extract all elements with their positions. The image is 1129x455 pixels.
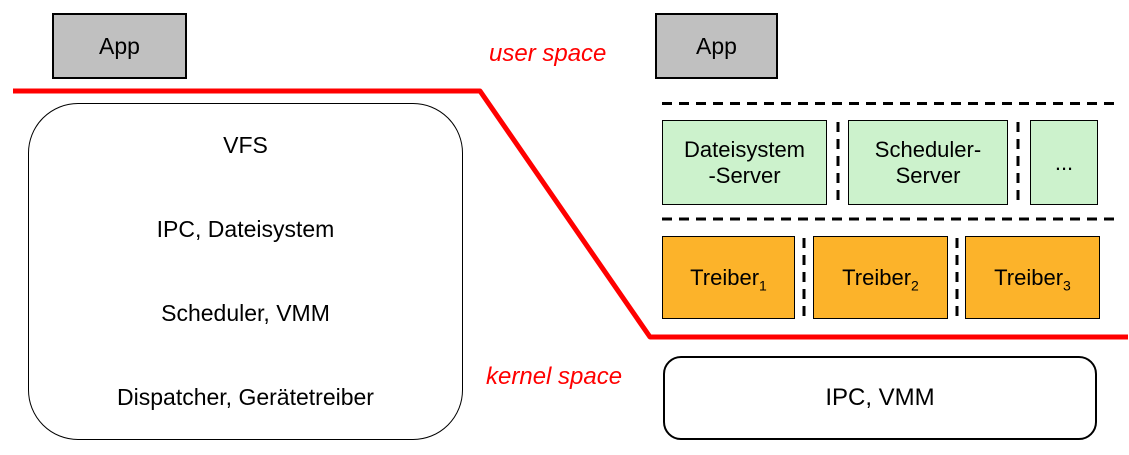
- driver-1-subscript: 1: [759, 276, 767, 293]
- monolithic-kernel-box: VFS IPC, Dateisystem Scheduler, VMM Disp…: [28, 103, 463, 440]
- driver-3-subscript: 3: [1063, 276, 1071, 293]
- kernel-layer-ipc-dateisystem-label: IPC, Dateisystem: [156, 216, 335, 243]
- app-label-right: App: [696, 32, 737, 59]
- driver-box-1: Treiber1: [662, 236, 795, 319]
- driver-box-2: Treiber2: [813, 236, 948, 319]
- driver-box-2-label: Treiber2: [842, 264, 919, 293]
- kernel-layer-scheduler-vmm-label: Scheduler, VMM: [161, 299, 330, 326]
- server-box-dateisystem: Dateisystem -Server: [662, 120, 827, 205]
- kernel-layer-scheduler-vmm: Scheduler, VMM: [29, 272, 462, 356]
- server-box-dateisystem-line1: Dateisystem: [683, 136, 806, 162]
- kernel-space-label: kernel space: [486, 363, 623, 390]
- kernel-layer-dispatcher-label: Dispatcher, Gerätetreiber: [117, 383, 374, 410]
- server-box-scheduler-line1: Scheduler-: [874, 136, 982, 162]
- server-box-dateisystem-line2: -Server: [708, 162, 781, 188]
- microkernel-box-label: IPC, VMM: [825, 384, 935, 411]
- server-box-scheduler-line2: Server: [895, 162, 961, 188]
- driver-box-1-label: Treiber1: [690, 264, 767, 293]
- kernel-layer-dispatcher: Dispatcher, Gerätetreiber: [29, 355, 462, 439]
- microkernel-box: IPC, VMM: [663, 356, 1097, 440]
- server-box-ellipsis: ...: [1030, 120, 1098, 205]
- kernel-layer-vfs-label: VFS: [223, 132, 268, 159]
- app-label-left: App: [99, 32, 140, 59]
- app-box-left: App: [52, 13, 187, 79]
- driver-2-subscript: 2: [911, 276, 919, 293]
- driver-box-3-label: Treiber3: [994, 264, 1071, 293]
- kernel-layer-vfs: VFS: [29, 104, 462, 188]
- kernel-layer-ipc-dateisystem: IPC, Dateisystem: [29, 188, 462, 272]
- app-box-right: App: [655, 13, 778, 79]
- user-space-label: user space: [489, 40, 607, 67]
- server-box-ellipsis-label: ...: [1054, 149, 1074, 175]
- server-box-scheduler: Scheduler- Server: [848, 120, 1008, 205]
- driver-box-3: Treiber3: [965, 236, 1100, 319]
